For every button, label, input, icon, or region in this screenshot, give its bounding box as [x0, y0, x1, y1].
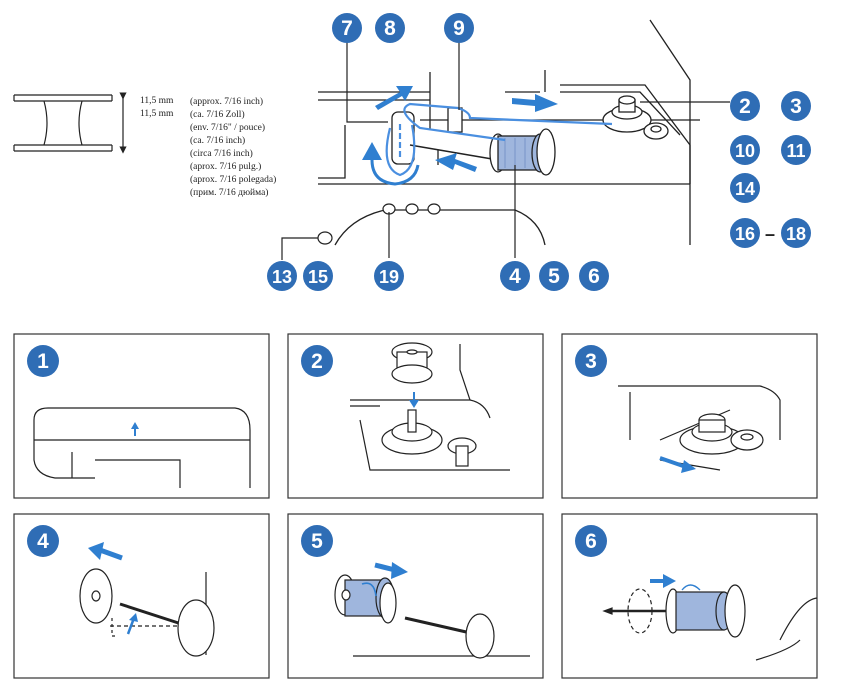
- panel-3-illustration: [618, 385, 781, 473]
- bobbin-spec-list: (approx. 7/16 inch) (ca. 7/16 Zoll) (env…: [190, 96, 276, 200]
- svg-text:2: 2: [739, 95, 751, 118]
- callout-10: 10: [730, 135, 760, 165]
- svg-text:5: 5: [548, 265, 560, 288]
- callout-18: 18: [781, 218, 811, 248]
- bobbin-winder-shaft: [602, 95, 669, 140]
- svg-text:4: 4: [37, 530, 49, 553]
- svg-text:11: 11: [786, 141, 805, 161]
- spec-line: (circa 7/16 inch): [190, 149, 253, 159]
- svg-text:10: 10: [735, 141, 755, 161]
- callout-19: 19: [374, 261, 404, 291]
- spec-line: (aprox. 7/16 polegada): [190, 175, 277, 185]
- spec-line: (ca. 7/16 Zoll): [190, 110, 245, 120]
- callout-14: 14: [730, 173, 760, 203]
- panel-6-illustration: [602, 574, 818, 661]
- bobbin-size-1: 11,5 mm: [140, 96, 174, 106]
- spec-line: (approx. 7/16 inch): [190, 97, 264, 107]
- callout-7: 7: [332, 13, 362, 43]
- svg-text:5: 5: [311, 530, 323, 553]
- svg-text:2: 2: [311, 350, 323, 373]
- spec-line: (env. 7/16" / pouce): [190, 123, 266, 133]
- spec-line: (ca. 7/16 inch): [190, 136, 246, 146]
- panel-4-illustration: [79, 542, 215, 657]
- svg-text:13: 13: [272, 267, 292, 287]
- callout-11: 11: [781, 135, 811, 165]
- svg-text:1: 1: [37, 350, 49, 373]
- svg-text:15: 15: [308, 267, 328, 287]
- svg-text:3: 3: [790, 95, 802, 118]
- step-2-badge: 2: [301, 345, 333, 377]
- callout-9: 9: [444, 13, 474, 43]
- control-buttons: [317, 203, 441, 245]
- svg-text:3: 3: [585, 350, 597, 373]
- panel-1-illustration: [33, 407, 251, 488]
- callout-2: 2: [730, 91, 760, 121]
- leader-lines: [281, 40, 730, 260]
- panel-2-illustration: [350, 342, 510, 471]
- svg-text:8: 8: [384, 17, 396, 40]
- machine-top-view: [318, 19, 700, 246]
- svg-text:7: 7: [341, 17, 353, 40]
- svg-text:6: 6: [585, 530, 597, 553]
- svg-text:6: 6: [588, 265, 600, 288]
- callout-badges: 7 8 9 2 3 10 11 14 16 – 18 13 15 19 4 5: [267, 13, 811, 291]
- svg-text:14: 14: [735, 179, 755, 199]
- thread-path: [385, 102, 613, 177]
- wind-direction-arrow: [362, 142, 420, 186]
- callout-5: 5: [539, 261, 569, 291]
- step-1-badge: 1: [27, 345, 59, 377]
- callout-15: 15: [303, 261, 333, 291]
- svg-text:9: 9: [453, 17, 465, 40]
- thread-spool: [409, 128, 556, 176]
- spec-line: (aprox. 7/16 pulg.): [190, 162, 262, 172]
- panel-step-badges: 1 2 3 4 5 6: [27, 345, 607, 557]
- svg-text:19: 19: [379, 267, 399, 287]
- step-3-badge: 3: [575, 345, 607, 377]
- callout-16: 16: [730, 218, 760, 248]
- svg-text:4: 4: [509, 265, 521, 288]
- step-5-badge: 5: [301, 525, 333, 557]
- callout-4: 4: [500, 261, 530, 291]
- svg-text:18: 18: [786, 224, 806, 244]
- bobbin-size-2: 11,5 mm: [140, 109, 174, 119]
- callout-6: 6: [579, 261, 609, 291]
- step-6-badge: 6: [575, 525, 607, 557]
- callout-3: 3: [781, 91, 811, 121]
- callout-13: 13: [267, 261, 297, 291]
- bobbin-dimension-drawing: [13, 92, 127, 154]
- panel-5-illustration: [334, 562, 530, 659]
- callout-8: 8: [375, 13, 405, 43]
- step-4-badge: 4: [27, 525, 59, 557]
- panel-frames: [13, 333, 818, 679]
- callout-range-dash: –: [765, 224, 775, 244]
- svg-text:16: 16: [735, 224, 755, 244]
- spec-line: (прим. 7/16 дюйма): [190, 188, 269, 198]
- direction-arrows: [375, 86, 558, 172]
